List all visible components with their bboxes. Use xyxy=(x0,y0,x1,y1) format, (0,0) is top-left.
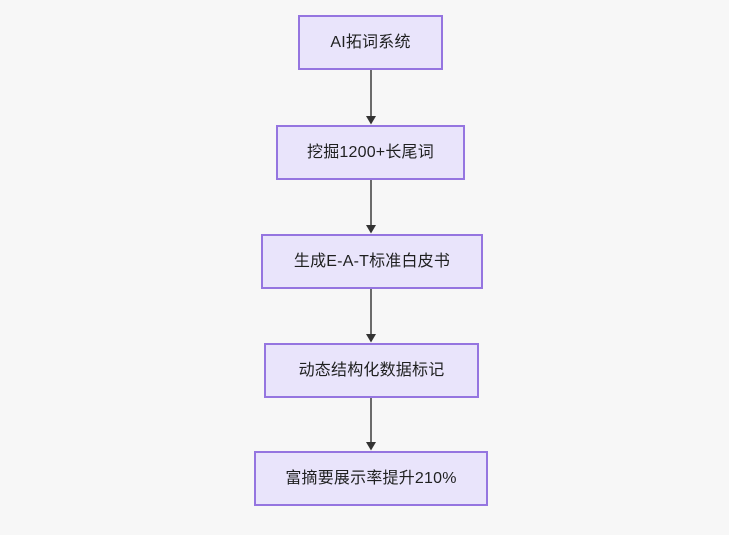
edge-arrowhead-icon xyxy=(366,225,376,234)
edge-arrowhead-icon xyxy=(366,334,376,343)
flowchart-node-label: 挖掘1200+长尾词 xyxy=(307,143,434,161)
edge-connector xyxy=(366,398,376,451)
flowchart-node-n1[interactable]: AI拓词系统 xyxy=(298,15,443,70)
flowchart-node-n5[interactable]: 富摘要展示率提升210% xyxy=(254,451,488,506)
edge-arrowhead-icon xyxy=(366,442,376,451)
edge-connector xyxy=(366,289,376,343)
flowchart-node-label: AI拓词系统 xyxy=(330,33,411,51)
flowchart-node-n3[interactable]: 生成E-A-T标准白皮书 xyxy=(261,234,483,289)
flowchart-node-label: 富摘要展示率提升210% xyxy=(285,469,457,487)
edge-arrowhead-icon xyxy=(366,116,376,125)
edge-connector xyxy=(366,180,376,234)
flowchart-node-label: 生成E-A-T标准白皮书 xyxy=(293,252,451,270)
flowchart-node-n2[interactable]: 挖掘1200+长尾词 xyxy=(276,125,465,180)
edge-connector xyxy=(366,70,376,125)
flowchart-node-label: 动态结构化数据标记 xyxy=(298,361,445,379)
flowchart-node-n4[interactable]: 动态结构化数据标记 xyxy=(264,343,479,398)
